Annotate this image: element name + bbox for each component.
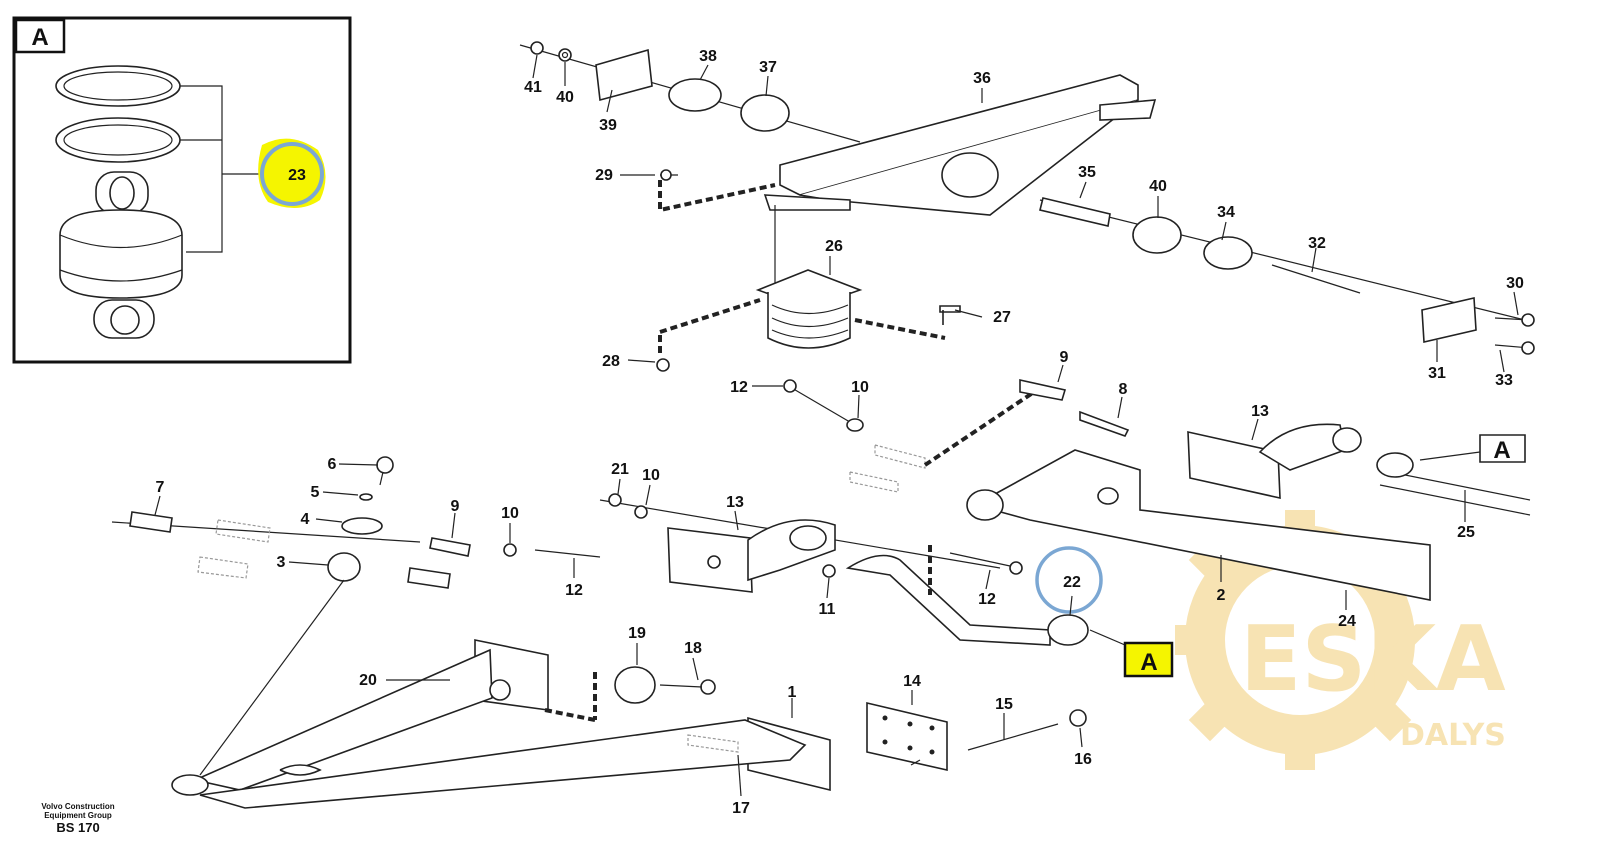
upper-crossmember-assembly — [519, 41, 1535, 372]
part-label-25: 25 — [1457, 524, 1475, 541]
part-label-35: 35 — [1078, 164, 1096, 181]
part-label-20: 20 — [359, 672, 377, 689]
footer-line-2: Equipment Group — [44, 811, 112, 820]
part-label-38: 38 — [699, 48, 717, 65]
part-label-41: 41 — [524, 79, 542, 96]
part-number-labels: 41 40 39 38 37 36 29 35 40 34 32 30 31 3… — [156, 48, 1524, 817]
part-label-8: 8 — [1119, 381, 1128, 398]
inset-detail-a: A 23 — [12, 16, 352, 364]
footer-caption: Volvo Construction Equipment Group BS 17… — [18, 802, 138, 835]
part-label-4: 4 — [301, 511, 310, 528]
part-label-16: 16 — [1074, 751, 1092, 768]
part-label-7: 7 — [156, 479, 165, 496]
part-label-13b: 13 — [726, 494, 744, 511]
part-label-17: 17 — [732, 800, 750, 817]
part-label-29: 29 — [595, 167, 613, 184]
part-label-19: 19 — [628, 625, 646, 642]
part-label-28: 28 — [602, 353, 620, 370]
part-label-9a: 9 — [1060, 349, 1069, 366]
part-label-26: 26 — [825, 238, 843, 255]
part-label-30: 30 — [1506, 275, 1524, 292]
watermark-brand: ESKA — [1240, 607, 1506, 712]
part-label-9b: 9 — [451, 498, 460, 515]
part-label-11: 11 — [819, 601, 836, 618]
part-label-24: 24 — [1338, 613, 1356, 630]
part-label-37: 37 — [759, 59, 777, 76]
part-label-22: 22 — [1063, 574, 1081, 591]
part-label-15: 15 — [995, 696, 1013, 713]
callout-a-right: A — [1493, 437, 1510, 464]
part-label-6: 6 — [328, 456, 337, 473]
inset-letter: A — [31, 24, 48, 51]
part-label-10c: 10 — [642, 467, 660, 484]
part-label-39: 39 — [599, 117, 617, 134]
part-label-12a: 12 — [730, 379, 748, 396]
part-label-21: 21 — [611, 461, 629, 478]
callout-a-lower: A — [1140, 649, 1157, 676]
part-label-2: 2 — [1217, 587, 1226, 604]
part-label-10b: 10 — [501, 505, 519, 522]
part-label-36: 36 — [973, 70, 991, 87]
part-label-40b: 40 — [1149, 178, 1167, 195]
part-label-5: 5 — [311, 484, 320, 501]
part-label-10a: 10 — [851, 379, 869, 396]
part-label-33: 33 — [1495, 372, 1513, 389]
footer-line-1: Volvo Construction — [41, 802, 115, 811]
part-label-27: 27 — [993, 309, 1011, 326]
inset-part-label: 23 — [288, 167, 306, 184]
watermark-sub: DALYS — [1400, 718, 1506, 753]
part-label-3: 3 — [277, 554, 286, 571]
footer-code: BS 170 — [56, 820, 100, 835]
lower-linkage-assembly: A A — [111, 379, 1531, 809]
part-label-34: 34 — [1217, 204, 1235, 221]
part-label-12b: 12 — [565, 582, 583, 599]
highlight-circle-22 — [1035, 546, 1103, 614]
leader-lines — [154, 54, 1519, 797]
part-label-40: 40 — [556, 89, 574, 106]
part-label-14: 14 — [903, 673, 921, 690]
part-label-32: 32 — [1308, 235, 1326, 252]
part-label-1: 1 — [788, 684, 797, 701]
part-label-12c: 12 — [978, 591, 996, 608]
part-label-31: 31 — [1428, 365, 1446, 382]
part-label-13a: 13 — [1251, 403, 1269, 420]
part-label-18: 18 — [684, 640, 702, 657]
